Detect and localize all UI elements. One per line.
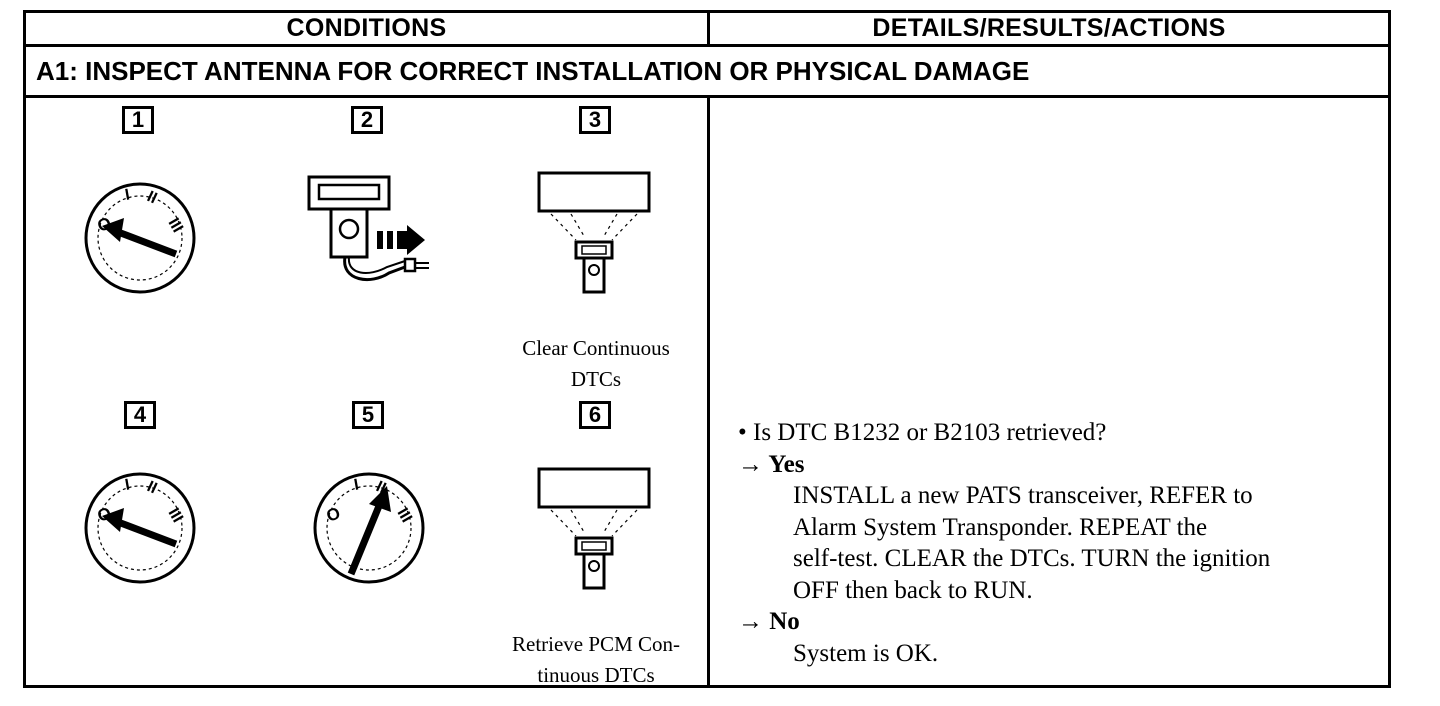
step-6-caption: Retrieve PCM Con- tinuous DTCs bbox=[491, 629, 701, 691]
details-header: DETAILS/RESULTS/ACTIONS bbox=[872, 14, 1226, 42]
step-number-5: 5 bbox=[352, 401, 384, 429]
step-number-1: 1 bbox=[122, 106, 154, 134]
step-number-2: 2 bbox=[351, 106, 383, 134]
caption-line: Retrieve PCM Con- bbox=[512, 632, 680, 656]
disconnect-connector-icon bbox=[307, 175, 429, 282]
scan-tool-icon bbox=[537, 467, 651, 590]
question-text: • Is DTC B1232 or B2103 retrieved? bbox=[738, 419, 1107, 446]
no-action-line: System is OK. bbox=[793, 639, 939, 667]
ignition-switch-off-icon bbox=[84, 472, 196, 584]
details-results-actions: • Is DTC B1232 or B2103 retrieved? → Yes… bbox=[738, 417, 1270, 669]
step-number-6: 6 bbox=[579, 401, 611, 429]
scan-tool-icon bbox=[537, 171, 651, 294]
ignition-switch-off-icon bbox=[84, 182, 196, 294]
step-number-3: 3 bbox=[579, 106, 611, 134]
table-header-row: CONDITIONS DETAILS/RESULTS/ACTIONS bbox=[26, 13, 1388, 47]
conditions-header: CONDITIONS bbox=[26, 13, 710, 44]
step-3-caption: Clear Continuous DTCs bbox=[496, 333, 696, 395]
caption-line: Clear Continuous bbox=[522, 336, 670, 360]
column-divider bbox=[707, 98, 710, 685]
yes-label: → Yes bbox=[738, 450, 805, 478]
no-label: → No bbox=[738, 608, 800, 635]
yes-action-line: INSTALL a new PATS transceiver, REFER to bbox=[793, 482, 1253, 509]
caption-line: DTCs bbox=[570, 367, 622, 391]
caption-line: tinuous DTCs bbox=[537, 663, 655, 687]
ignition-switch-run-icon bbox=[313, 472, 425, 584]
yes-action-line: Alarm System Transponder. REPEAT the bbox=[793, 513, 1208, 541]
diagnostic-table: CONDITIONS DETAILS/RESULTS/ACTIONS A1: I… bbox=[23, 10, 1391, 688]
yes-action-line: OFF then back to RUN. bbox=[793, 576, 1033, 604]
test-step-title: A1: INSPECT ANTENNA FOR CORRECT INSTALLA… bbox=[26, 47, 1388, 98]
step-number-4: 4 bbox=[124, 401, 156, 429]
yes-action-line: self-test. CLEAR the DTCs. TURN the igni… bbox=[793, 545, 1271, 572]
